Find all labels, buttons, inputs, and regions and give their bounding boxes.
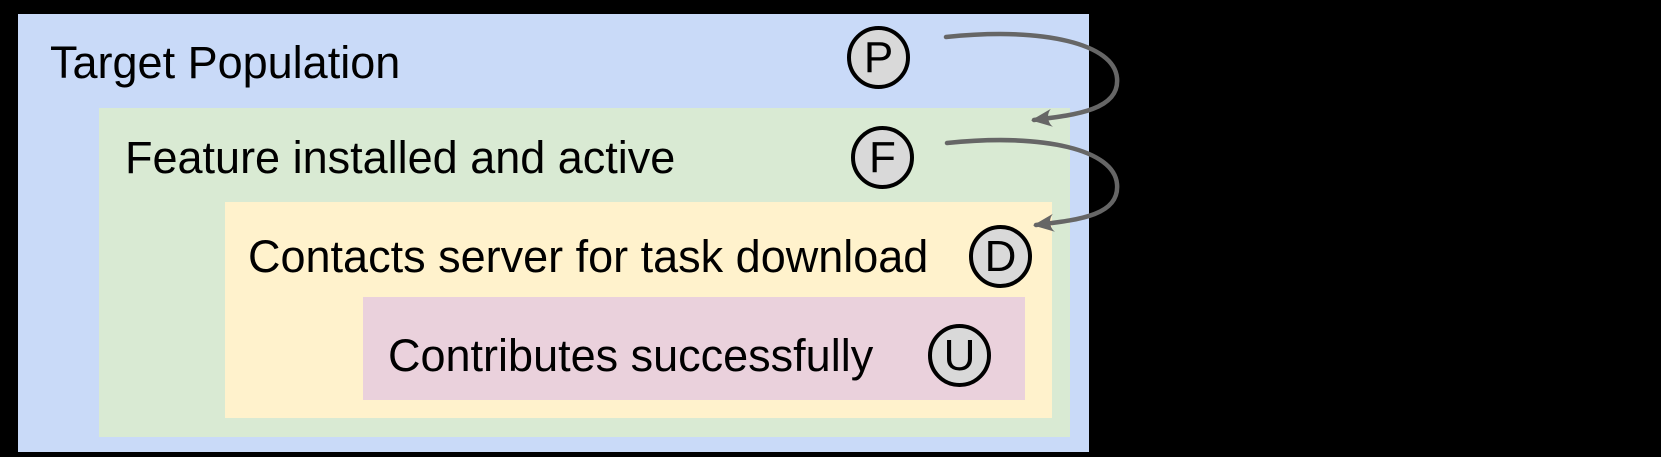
badge-p-circle: P (847, 26, 910, 89)
badge-p-letter: P (863, 32, 894, 82)
label-contacts-server: Contacts server for task download (248, 231, 929, 282)
label-feature-installed: Feature installed and active (125, 132, 676, 183)
badge-d-circle: D (969, 225, 1032, 288)
box-contributes (363, 297, 1025, 400)
badge-f-letter: F (869, 132, 896, 182)
badge-u-letter: U (943, 330, 976, 380)
badge-d-letter: D (984, 231, 1017, 281)
label-target-population: Target Population (50, 37, 401, 88)
badge-f-circle: F (851, 126, 914, 189)
badge-u-circle: U (928, 324, 991, 387)
label-contributes: Contributes successfully (388, 330, 874, 381)
